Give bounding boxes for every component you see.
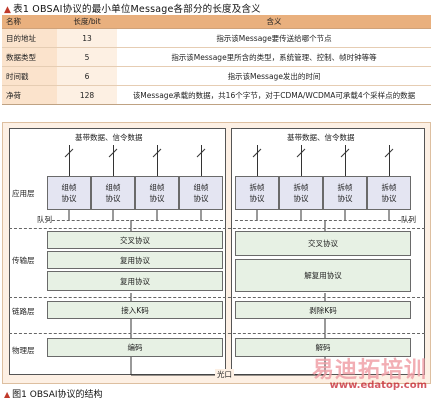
encoding-box: 编码 <box>47 338 223 357</box>
layer-separator <box>9 297 425 298</box>
figure-caption-text: 图1 OBSAI协议的结构 <box>12 390 103 400</box>
table-cell: 指示该Message要传送给哪个节点 <box>117 28 431 48</box>
table-cell: 目的地址 <box>2 28 57 48</box>
table-caption-text: 表1 OBSAI协议的最小单位Message各部分的长度及含义 <box>13 4 261 15</box>
rx-output-label: 基带数据、信令数据 <box>287 133 355 142</box>
layer-label-app: 应用层 <box>12 189 35 198</box>
figure-caption: ▲图1 OBSAI协议的结构 <box>4 387 103 400</box>
input-line <box>157 145 158 176</box>
table-cell: 128 <box>57 85 117 105</box>
protocol-diagram: 基带数据、信令数据 基带数据、信令数据 应用层 传输层 链路层 物理层 队列 队… <box>2 122 431 384</box>
table-cell: 5 <box>57 47 117 67</box>
table-header-row: 名称 长度/bit 含义 <box>2 15 431 29</box>
queue-line-right <box>235 220 411 221</box>
layer-label-physical: 物理层 <box>12 346 35 355</box>
input-line <box>113 145 114 176</box>
table-row: 净荷 128 该Message承载的数据，共16个字节，对于CDMA/WCDMA… <box>2 85 431 105</box>
framing-protocol-box-2: 组帧 协议 <box>91 176 135 210</box>
watermark: 易迪拓培训 www.edatop.com <box>312 352 427 391</box>
table-caption: ▲表1 OBSAI协议的最小单位Message各部分的长度及含义 <box>4 1 261 15</box>
watermark-url: www.edatop.com <box>329 380 427 391</box>
crossconnect-protocol-box-left: 交叉协议 <box>47 231 223 249</box>
triangle-icon: ▲ <box>4 5 12 15</box>
table-header-name: 名称 <box>2 15 57 29</box>
decoding-box: 解码 <box>235 338 411 357</box>
framing-protocol-box-1: 组帧 协议 <box>47 176 91 210</box>
queue-line-left <box>47 220 223 221</box>
layer-label-datalink: 链路层 <box>12 307 35 316</box>
mux-protocol-box-left: 复用协议 <box>47 251 223 269</box>
message-spec-table: 名称 长度/bit 含义 目的地址 13 指示该Message要传送给哪个节点 … <box>2 15 431 105</box>
table-row: 时间戳 6 指示该Message发出的时间 <box>2 66 431 86</box>
table-cell: 6 <box>57 66 117 86</box>
framing-protocol-box-3: 组帧 协议 <box>135 176 179 210</box>
table-cell: 时间戳 <box>2 66 57 86</box>
table-cell: 净荷 <box>2 85 57 105</box>
crossconnect-protocol-box-right: 交叉协议 <box>235 231 411 256</box>
table-row: 目的地址 13 指示该Message要传送给哪个节点 <box>2 28 431 48</box>
table-cell: 数据类型 <box>2 47 57 67</box>
triangle-icon: ▲ <box>4 390 11 399</box>
output-line <box>301 145 302 176</box>
table-header-length: 长度/bit <box>57 15 117 29</box>
mux-protocol-box-left-2: 复用协议 <box>47 271 223 291</box>
demux-protocol-box-right: 解复用协议 <box>235 259 411 292</box>
deframing-protocol-box-4: 拆帧 协议 <box>367 176 411 210</box>
optical-port-label: 光口 <box>215 369 234 380</box>
output-line <box>257 145 258 176</box>
table-cell: 指示该Message发出的时间 <box>117 66 431 86</box>
watermark-logo-text: 易迪拓培训 <box>311 358 427 383</box>
strip-kcode-box: 剥除K码 <box>235 301 411 319</box>
input-line <box>201 145 202 176</box>
layer-label-transport: 传输层 <box>12 256 35 265</box>
tx-input-label: 基带数据、信令数据 <box>75 133 143 142</box>
table-cell: 该Message承载的数据，共16个字节，对于CDMA/WCDMA可承载4个采样… <box>117 85 431 105</box>
deframing-protocol-box-1: 拆帧 协议 <box>235 176 279 210</box>
queue-label-left: 队列 <box>37 215 52 224</box>
output-line <box>389 145 390 176</box>
table-cell: 指示该Message里所含的类型，系统管理、控制、帧时钟等等 <box>117 47 431 67</box>
deframing-protocol-box-2: 拆帧 协议 <box>279 176 323 210</box>
layer-separator <box>9 333 425 334</box>
table-row: 数据类型 5 指示该Message里所含的类型，系统管理、控制、帧时钟等等 <box>2 47 431 67</box>
input-line <box>69 145 70 176</box>
framing-protocol-box-4: 组帧 协议 <box>179 176 223 210</box>
table-header-meaning: 含义 <box>117 15 431 29</box>
table-cell: 13 <box>57 28 117 48</box>
layer-separator <box>9 228 425 229</box>
queue-label-right: 队列 <box>401 215 416 224</box>
output-line <box>345 145 346 176</box>
insert-kcode-box: 接入K码 <box>47 301 223 319</box>
deframing-protocol-box-3: 拆帧 协议 <box>323 176 367 210</box>
